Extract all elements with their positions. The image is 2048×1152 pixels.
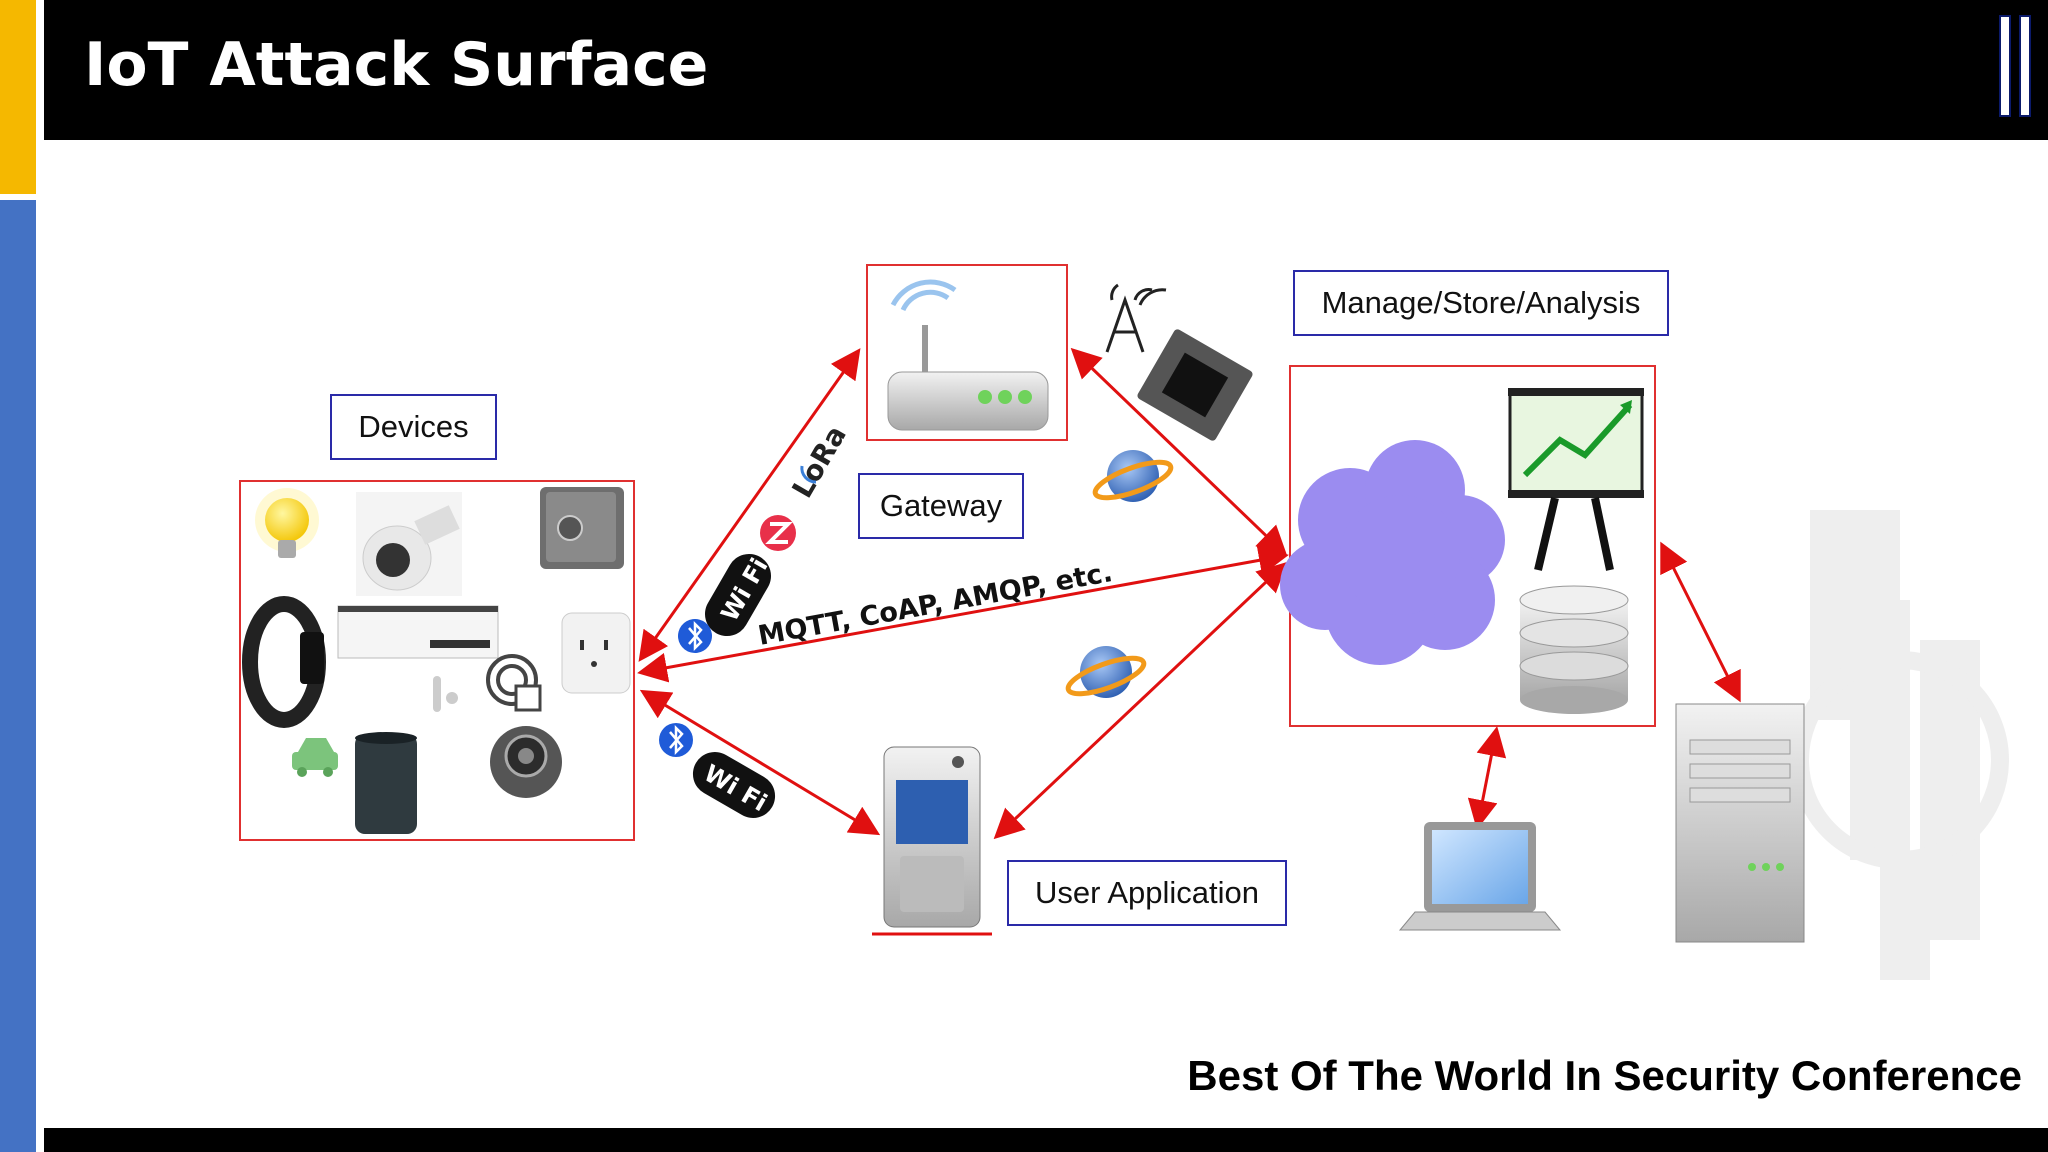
antenna-tower-icon: [1105, 283, 1167, 353]
cloud-box: [1289, 365, 1656, 727]
security-camera-icon: [356, 492, 462, 596]
arrow-devices-app: [639, 689, 881, 836]
conference-footer: Best Of The World In Security Conference: [1187, 1052, 2022, 1099]
accent-strip-blue: [0, 200, 36, 1152]
server-icon: [1675, 703, 1805, 943]
devices-box: [239, 480, 635, 841]
light-bulb-icon: [255, 488, 319, 558]
arrow-gateway-cloud: [1070, 347, 1288, 557]
cloud-icon: [1280, 440, 1505, 665]
globe-icon: [1065, 646, 1147, 698]
city-watermark: [1791, 510, 2009, 980]
gateway-label: Gateway: [858, 473, 1024, 539]
manage-label: Manage/Store/Analysis: [1293, 270, 1669, 336]
fitness-band-icon: [242, 596, 326, 728]
robot-vacuum-icon: [490, 726, 562, 798]
chart-board-icon: [1508, 388, 1644, 571]
safe-icon: [540, 487, 624, 569]
car-icon: [292, 738, 338, 777]
globe-icon: [1092, 450, 1174, 502]
arrow-cloud-server: [1660, 541, 1741, 703]
smart-speaker-icon: [355, 732, 417, 834]
sensor-icon: [433, 654, 542, 712]
router-icon: [887, 279, 1049, 431]
wifi-badge-bottom: Wi Fi: [692, 752, 776, 818]
devices-label: Devices: [330, 394, 497, 460]
lora-badge: LoRa: [785, 420, 852, 504]
zigbee-icon: [760, 515, 796, 551]
ethernet-port-icon: [1137, 329, 1253, 441]
logo-icon: [1999, 15, 2031, 117]
gateway-box: [866, 264, 1068, 441]
bluetooth-icon: [659, 723, 693, 757]
bluetooth-icon: [678, 619, 712, 653]
smart-plug-icon: [561, 612, 631, 694]
bottom-bar: [44, 1128, 2048, 1152]
database-icon: [1519, 585, 1629, 714]
lora-label: LoRa: [785, 420, 852, 504]
user-application-label: User Application: [1007, 860, 1287, 926]
title-bar: [44, 0, 2048, 140]
laptop-icon: [1398, 822, 1562, 931]
protocols-label: MQTT, CoAP, AMQP, etc.: [756, 557, 1115, 652]
accent-strip-yellow: [0, 0, 36, 194]
mobile-phone-icon: [872, 746, 992, 936]
slide-title: IoT Attack Surface: [84, 30, 709, 100]
air-conditioner-icon: [337, 605, 499, 659]
arrow-cloud-laptop: [1467, 726, 1507, 830]
arrow-app-cloud: [993, 561, 1288, 840]
